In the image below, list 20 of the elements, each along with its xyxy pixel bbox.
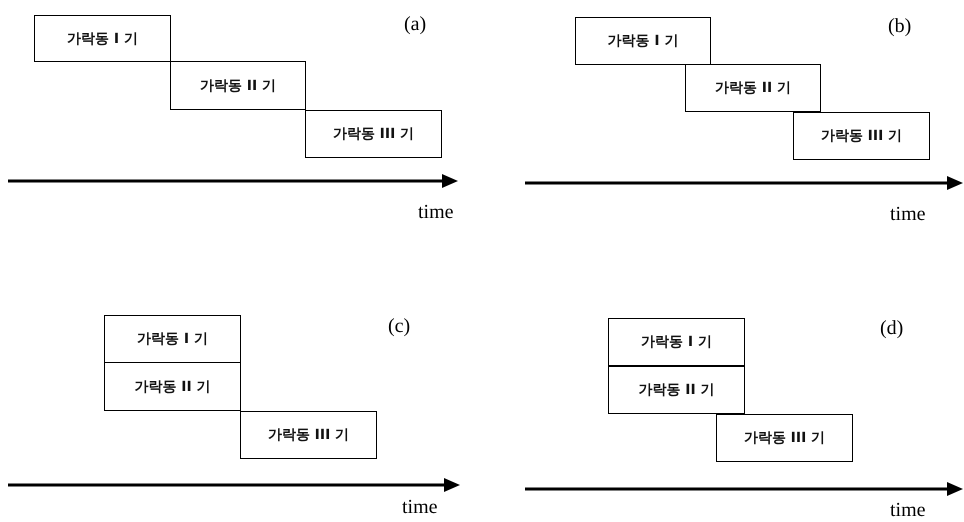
axis-label: time — [890, 204, 926, 224]
phase-box: 가락동 II 기 — [608, 366, 745, 414]
phase-box: 가락동 I 기 — [575, 17, 711, 65]
axis-label: time — [890, 500, 926, 520]
panel-label: (c) — [388, 316, 410, 336]
phase-box: 가락동 III 기 — [305, 110, 442, 158]
axis-label: time — [418, 202, 454, 222]
phase-box: 가락동 III 기 — [793, 112, 930, 160]
phase-box: 가락동 II 기 — [685, 64, 821, 112]
axis-label: time — [402, 497, 438, 517]
phase-box: 가락동 II 기 — [170, 61, 306, 110]
panel-label: (d) — [880, 318, 904, 338]
phase-box: 가락동 III 기 — [240, 411, 377, 459]
phase-box: 가락동 II 기 — [104, 362, 241, 411]
panel-label: (a) — [404, 14, 426, 34]
phase-box: 가락동 III 기 — [716, 414, 853, 462]
phase-box: 가락동 I 기 — [608, 318, 745, 366]
phase-box: 가락동 I 기 — [104, 315, 241, 363]
phase-box: 가락동 I 기 — [34, 15, 171, 62]
panel-label: (b) — [888, 16, 912, 36]
